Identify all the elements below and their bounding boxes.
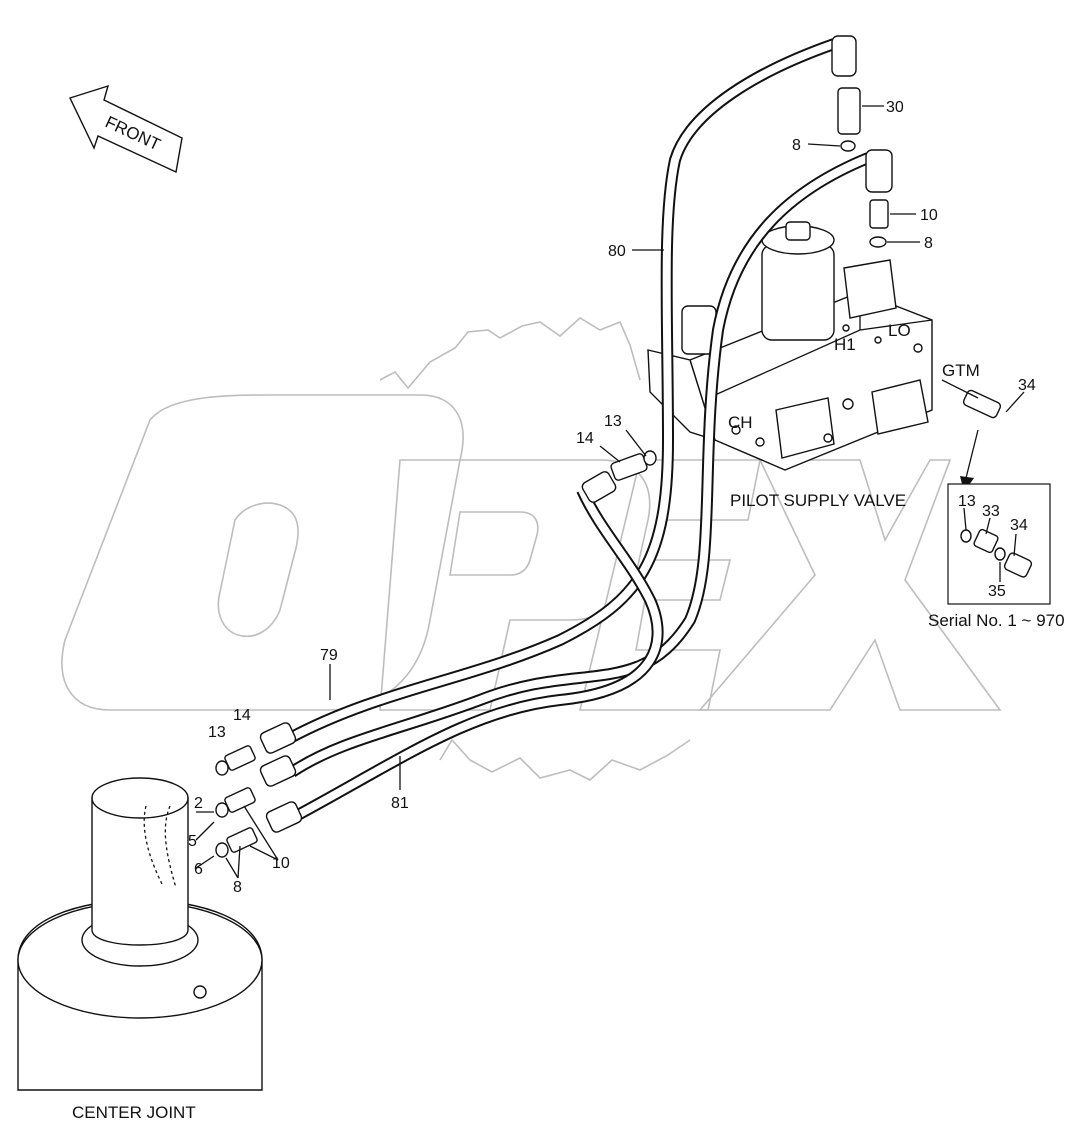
callout-14-joint: 14	[233, 707, 251, 724]
valve-bolt-2	[823, 433, 833, 443]
leader-8a	[807, 143, 841, 147]
leader-34	[1005, 391, 1025, 413]
serial-detail-box	[947, 483, 1051, 605]
opex-watermark	[61, 317, 1002, 781]
detail-callout-13: 13	[958, 493, 976, 510]
front-arrow: FRONT	[69, 84, 183, 174]
detail-oring-13	[960, 529, 972, 543]
callout-13-valve: 13	[604, 413, 622, 430]
right-coil	[843, 259, 897, 319]
watermark-letter-x	[698, 459, 1002, 711]
valve-bolt-4	[731, 425, 741, 435]
caption-center-joint: CENTER JOINT	[72, 1103, 196, 1122]
caption-serial: Serial No. 1 ~ 970	[928, 611, 1065, 630]
detail-callout-33: 33	[982, 503, 1000, 520]
detail-adapter-33	[973, 528, 999, 554]
port-h1-hole	[842, 324, 850, 332]
valve-bolt-1	[842, 398, 854, 410]
callout-2: 2	[194, 795, 203, 812]
connector-10-upper	[869, 199, 889, 229]
port-label-gtm: GTM	[942, 361, 980, 380]
oring-8-b	[215, 842, 229, 858]
center-joint-bolt	[193, 985, 207, 999]
callout-30: 30	[886, 99, 904, 116]
callout-8-joint: 8	[233, 879, 242, 896]
callout-6: 6	[194, 861, 203, 878]
front-arrow-shape	[69, 84, 183, 174]
callout-34: 34	[1018, 377, 1036, 394]
hoses	[287, 38, 871, 822]
hose-end-79	[259, 722, 297, 754]
hose-end-80	[259, 755, 297, 787]
hose-end-valve	[581, 471, 617, 503]
port-label-ch: CH	[728, 413, 753, 432]
callout-8-upper: 8	[792, 137, 801, 154]
front-coil-right	[871, 379, 929, 435]
oring-8-lower	[869, 236, 887, 248]
watermark-gear-outline	[379, 317, 691, 781]
callout-10-joint: 10	[272, 855, 290, 872]
solenoid-housing	[761, 244, 835, 341]
callout-14-valve: 14	[576, 430, 594, 447]
hose-81-core	[294, 488, 662, 820]
solenoid-top	[785, 221, 811, 241]
gtm-connector-34	[962, 389, 1002, 419]
detail-oring-35	[994, 547, 1006, 561]
fittings	[215, 35, 1002, 858]
center-joint-top	[91, 777, 189, 819]
detail-callout-34: 34	[1010, 517, 1028, 534]
leader-8c	[225, 845, 241, 879]
elbow-fitting-top	[831, 35, 857, 77]
callout-79: 79	[320, 647, 338, 664]
callout-8-lower: 8	[924, 235, 933, 252]
oring-8-upper	[840, 140, 856, 152]
hose-80-core	[288, 40, 836, 742]
center-joint-shaft	[91, 797, 189, 946]
detail-leaders	[963, 507, 1017, 582]
fitting-14-joint	[224, 745, 256, 771]
detail-frame	[947, 483, 1051, 605]
port-label-h1: H1	[834, 335, 856, 354]
center-joint	[17, 777, 263, 1091]
valve-bolt-5	[913, 343, 923, 353]
watermark-letter-o	[61, 394, 464, 711]
leader-10b	[243, 805, 279, 861]
callout-10-upper: 10	[920, 207, 938, 224]
leader-gtm	[941, 379, 979, 399]
detail-callout-35: 35	[988, 583, 1006, 600]
leader-6	[195, 855, 215, 869]
callout-81: 81	[391, 795, 409, 812]
hose-79-core	[289, 154, 870, 776]
oring-13-joint	[215, 760, 229, 776]
pilot-supply-valve	[647, 221, 933, 471]
oring-13-valve	[643, 450, 657, 466]
detail-pointer	[965, 429, 979, 479]
valve-bolt-3	[755, 437, 765, 447]
oring-8-a	[215, 802, 229, 818]
leader-14a	[599, 445, 621, 463]
hose-end-81	[265, 801, 303, 833]
callout-80: 80	[608, 243, 626, 260]
leader-5	[195, 821, 215, 841]
center-joint-ports	[143, 805, 177, 889]
port-lo-hole	[874, 336, 882, 344]
leader-13a	[625, 429, 647, 457]
labels: 30 8 10 8 80 34 13 14 79 14 13 2 5 6 8 1…	[72, 99, 1065, 1122]
front-coil-left	[775, 397, 835, 459]
callout-5: 5	[188, 833, 197, 850]
callout-13-joint: 13	[208, 724, 226, 741]
fitting-10-b	[226, 827, 258, 853]
fitting-10-a	[224, 787, 256, 813]
elbow-fitting-second	[865, 149, 893, 193]
caption-pilot-supply-valve: PILOT SUPPLY VALVE	[730, 491, 906, 510]
detail-connector-34	[1003, 552, 1033, 578]
adapter-30	[837, 87, 861, 135]
port-label-lo: LO	[888, 321, 911, 340]
